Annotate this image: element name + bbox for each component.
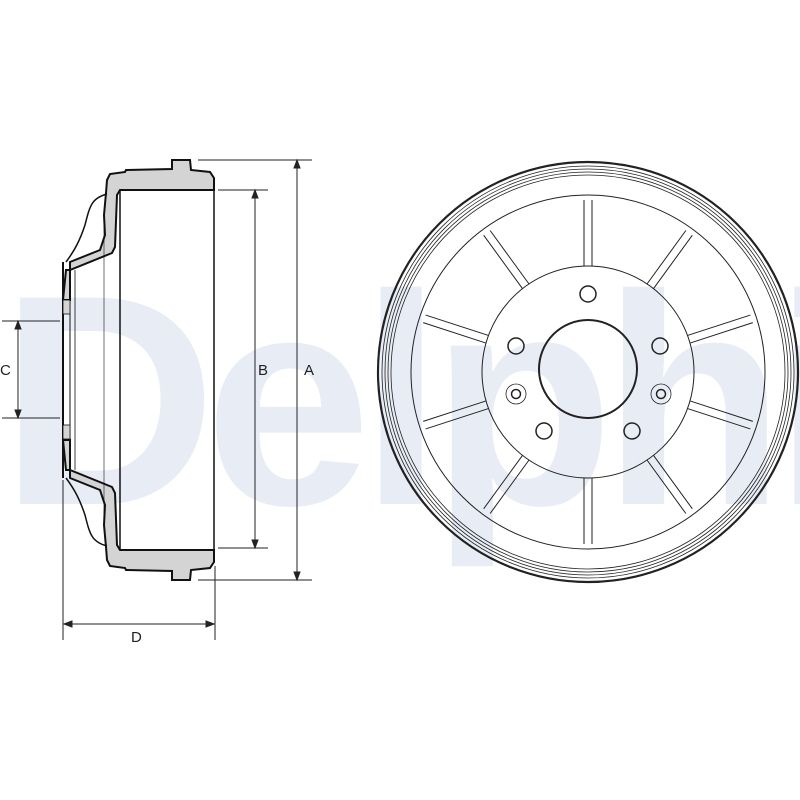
dimension-label-a: A (304, 362, 315, 379)
hub-contour-top (65, 193, 108, 263)
bolt-holes (507, 285, 669, 440)
dimension-lines (2, 158, 312, 640)
dimension-label-b: B (258, 362, 269, 379)
side-section-view (61, 159, 215, 581)
dimension-label-c: C (0, 362, 11, 379)
spokes (423, 200, 753, 544)
front-view (376, 160, 800, 584)
drum-section-top (61, 159, 215, 301)
hub-contour-bottom (65, 477, 108, 547)
locating-holes (505, 383, 672, 405)
drum-section-bottom (61, 439, 215, 581)
center-bore (538, 319, 638, 419)
watermark-logo: Delphi (0, 232, 800, 568)
dimension-label-d: D (131, 629, 142, 646)
